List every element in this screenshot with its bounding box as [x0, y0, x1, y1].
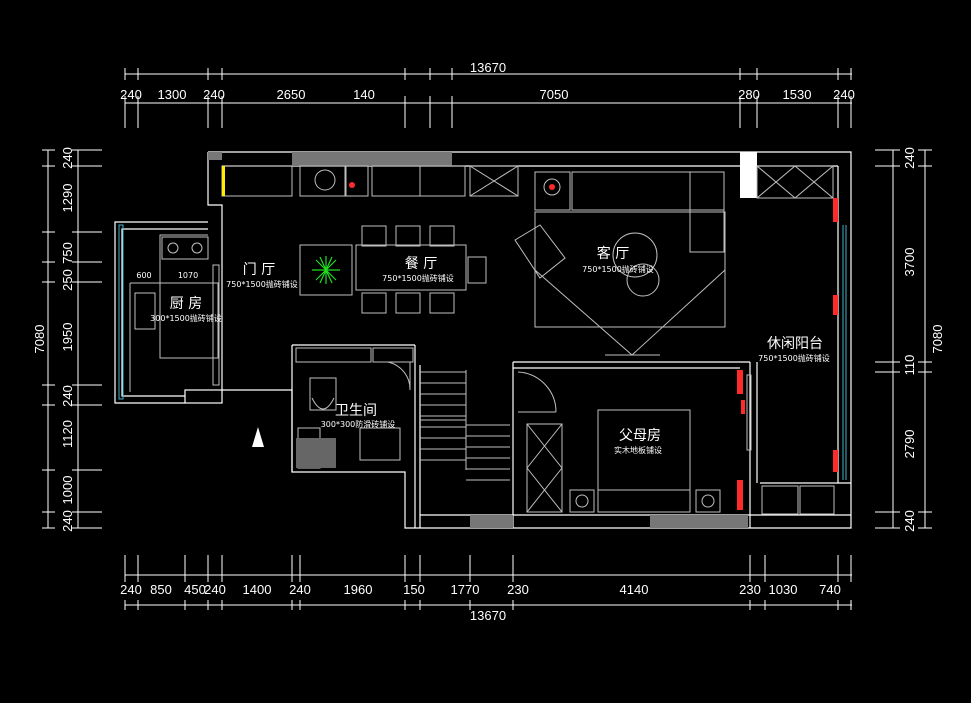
walls	[114, 151, 852, 529]
top-dim-6: 7050	[540, 87, 569, 102]
bottom-dim-6: 240	[289, 582, 311, 597]
left-dim-5: 1950	[60, 323, 75, 352]
bathroom-fixtures	[295, 347, 414, 469]
kitchen-furniture	[129, 234, 220, 392]
left-dim-3: 750	[60, 242, 75, 264]
bottom-dim-7: 1960	[344, 582, 373, 597]
left-dim-8: 1000	[60, 476, 75, 505]
door-frame-marker	[222, 166, 225, 196]
dining-floor: 750*1500抛砖铺设	[382, 273, 454, 283]
balcony-furniture	[746, 374, 835, 515]
kitchen-dim-a: 600	[136, 271, 151, 280]
parents-furniture	[517, 371, 721, 513]
balcony-floor: 750*1500抛砖铺设	[758, 353, 830, 363]
bottom-dim-9: 1770	[451, 582, 480, 597]
bottom-dim-14: 740	[819, 582, 841, 597]
right-dim-5: 240	[902, 510, 917, 532]
bottom-dim-13: 1030	[769, 582, 798, 597]
foyer-floor: 750*1500抛砖铺设	[226, 279, 298, 289]
balcony-label: 休闲阳台	[767, 336, 823, 352]
bathroom-label: 卫生间	[335, 403, 377, 419]
shower-grid	[296, 438, 336, 468]
bottom-dim-5: 1400	[243, 582, 272, 597]
bottom-dim-12: 230	[739, 582, 761, 597]
dining-table	[299, 225, 487, 314]
top-total-dim: 13670	[470, 60, 506, 75]
left-dim-7: 1120	[60, 420, 75, 448]
bathroom-floor: 300*300防滑砖铺设	[321, 419, 396, 429]
right-dim-1: 240	[902, 147, 917, 169]
dimension-lines	[47, 73, 926, 606]
left-dim-4: 250	[60, 269, 75, 291]
living-furniture	[514, 171, 726, 356]
top-dim-3: 240	[203, 87, 225, 102]
kitchen-floor: 300*1500抛砖铺设	[150, 313, 222, 323]
top-dim-5: 140	[353, 87, 375, 102]
top-cabinets	[221, 165, 834, 199]
top-dim-7: 280	[738, 87, 760, 102]
bottom-dim-11: 4140	[620, 582, 649, 597]
right-dim-3: 110	[902, 355, 917, 376]
column	[740, 152, 757, 198]
top-dim-2: 1300	[158, 87, 187, 102]
left-dim-6: 240	[60, 385, 75, 407]
right-dim-4: 2790	[902, 430, 917, 459]
top-dim-9: 240	[833, 87, 855, 102]
right-dim-2: 3700	[902, 248, 917, 277]
left-total-dim: 7080	[32, 325, 47, 354]
kitchen-label: 厨 房	[170, 296, 202, 312]
bottom-dim-2: 850	[150, 582, 172, 597]
fixture-dot	[349, 182, 355, 188]
right-total-dim: 7080	[930, 325, 945, 354]
bottom-dim-4: 240	[204, 582, 226, 597]
hatch-columns	[737, 198, 838, 510]
dimension-ticks	[42, 68, 932, 610]
top-dim-1: 240	[120, 87, 142, 102]
staircase	[420, 370, 510, 481]
living-floor: 750*1500抛砖铺设	[582, 264, 654, 274]
bottom-dim-10: 230	[507, 582, 529, 597]
lamp-icon	[549, 184, 555, 190]
dining-label: 餐 厅	[405, 256, 437, 272]
bottom-dim-1: 240	[120, 582, 142, 597]
left-dim-9: 240	[60, 510, 75, 532]
bottom-total-dim: 13670	[470, 608, 506, 623]
top-dim-8: 1530	[783, 87, 812, 102]
left-dim-2: 1290	[60, 184, 75, 213]
parents-room-floor: 实木地板铺设	[614, 445, 662, 455]
kitchen-dim-b: 1070	[178, 271, 198, 280]
windows	[118, 224, 847, 480]
north-arrow-icon	[252, 427, 264, 447]
left-dim-1: 240	[60, 147, 75, 169]
living-label: 客 厅	[597, 245, 629, 262]
bottom-dim-8: 150	[403, 582, 425, 597]
parents-room-label: 父母房	[619, 428, 661, 444]
plant-icon	[312, 256, 340, 284]
wall-fills	[208, 152, 748, 528]
bottom-dim-3: 450	[184, 582, 206, 597]
foyer-label: 门 厅	[243, 262, 275, 278]
top-dim-4: 2650	[277, 87, 306, 102]
